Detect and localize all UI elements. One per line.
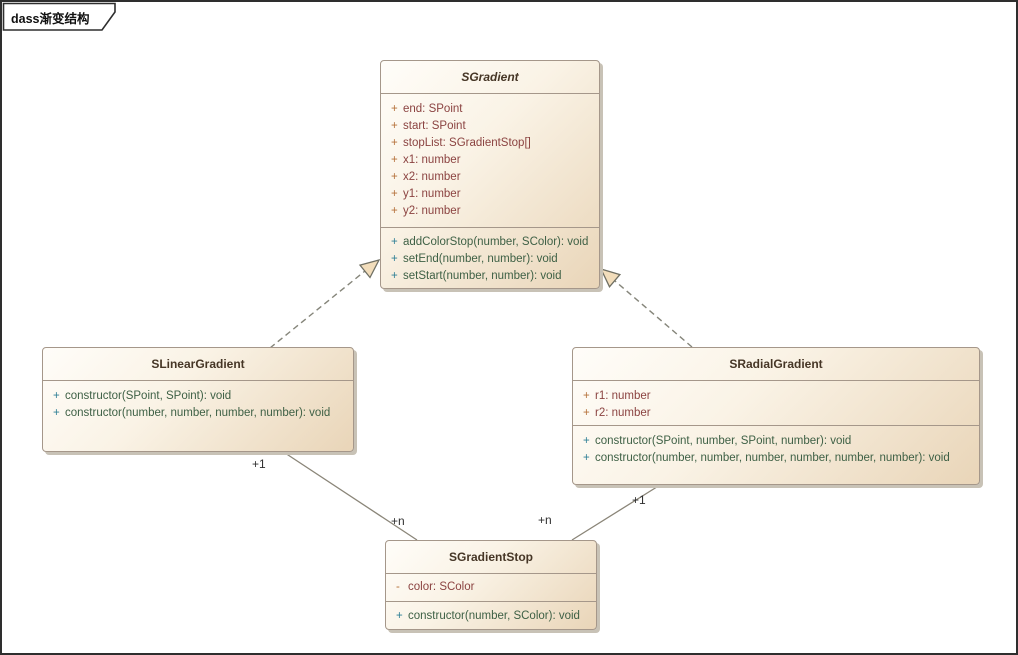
method-text: constructor(number, number, number, numb… bbox=[65, 407, 331, 419]
method-text: constructor(number, number, number, numb… bbox=[595, 452, 950, 464]
method-row: + setStart(number, number): void bbox=[381, 268, 599, 285]
attribute-text: x1: number bbox=[403, 154, 461, 166]
visibility-marker: + bbox=[391, 270, 398, 282]
method-row: + constructor(number, number, number, nu… bbox=[43, 405, 353, 422]
multiplicity-label-source[interactable]: +1 bbox=[632, 493, 646, 507]
method-text: setEnd(number, number): void bbox=[403, 253, 558, 265]
attribute-text: x2: number bbox=[403, 171, 461, 183]
method-row: + constructor(number, number, number, nu… bbox=[573, 450, 979, 467]
attribute-text: start: SPoint bbox=[403, 120, 466, 132]
attribute-row: + end: SPoint bbox=[381, 101, 599, 118]
method-text: constructor(SPoint, SPoint): void bbox=[65, 390, 232, 402]
class-sgradientstop[interactable]: SGradientStop - color: SColor + construc… bbox=[385, 540, 597, 630]
attribute-row: + r1: number bbox=[573, 388, 979, 405]
attribute-text: stopList: SGradientStop[] bbox=[403, 137, 531, 149]
class-title: SGradient bbox=[381, 61, 599, 94]
generalization-arrowhead-icon bbox=[358, 258, 381, 279]
class-sgradient[interactable]: SGradient + end: SPoint + start: SPoint … bbox=[380, 60, 600, 289]
generalization-slineargradient-sgradient[interactable] bbox=[269, 258, 381, 349]
class-title: SRadialGradient bbox=[573, 348, 979, 381]
attribute-row: + x2: number bbox=[381, 169, 599, 186]
method-row: + setEnd(number, number): void bbox=[381, 251, 599, 268]
method-text: addColorStop(number, SColor): void bbox=[403, 236, 589, 248]
class-sradialgradient[interactable]: SRadialGradient + r1: number + r2: numbe… bbox=[572, 347, 980, 485]
visibility-marker: + bbox=[53, 407, 60, 419]
method-text: constructor(SPoint, number, SPoint, numb… bbox=[595, 435, 852, 447]
attribute-text: y1: number bbox=[403, 188, 461, 200]
association-sradialgradient-sgradientstop[interactable] bbox=[571, 484, 661, 541]
attribute-row: + r2: number bbox=[573, 405, 979, 422]
visibility-marker: - bbox=[396, 581, 400, 593]
attribute-row: + start: SPoint bbox=[381, 118, 599, 135]
methods-compartment: + constructor(SPoint, number, SPoint, nu… bbox=[573, 426, 979, 484]
attributes-compartment: - color: SColor bbox=[386, 574, 596, 602]
visibility-marker: + bbox=[391, 188, 398, 200]
frame-tab-label: dass渐变结构 bbox=[11, 12, 90, 26]
attribute-row: - color: SColor bbox=[386, 579, 596, 596]
class-title: SLinearGradient bbox=[43, 348, 353, 381]
attributes-compartment: + r1: number + r2: number bbox=[573, 381, 979, 426]
multiplicity-label-target[interactable]: +n bbox=[391, 514, 405, 528]
visibility-marker: + bbox=[583, 407, 590, 419]
attribute-text: r1: number bbox=[595, 390, 651, 402]
method-text: constructor(number, SColor): void bbox=[408, 610, 580, 622]
attribute-text: end: SPoint bbox=[403, 103, 463, 115]
attribute-row: + y2: number bbox=[381, 203, 599, 220]
visibility-marker: + bbox=[391, 154, 398, 166]
visibility-marker: + bbox=[396, 610, 403, 622]
visibility-marker: + bbox=[391, 103, 398, 115]
attributes-compartment: + end: SPoint + start: SPoint + stopList… bbox=[381, 94, 599, 228]
class-slineargradient[interactable]: SLinearGradient + constructor(SPoint, SP… bbox=[42, 347, 354, 452]
visibility-marker: + bbox=[391, 171, 398, 183]
visibility-marker: + bbox=[391, 137, 398, 149]
attribute-row: + x1: number bbox=[381, 152, 599, 169]
generalization-sradialgradient-sgradient[interactable] bbox=[599, 267, 693, 348]
method-text: setStart(number, number): void bbox=[403, 270, 562, 282]
multiplicity-label-source[interactable]: +1 bbox=[252, 457, 266, 471]
attribute-text: y2: number bbox=[403, 205, 461, 217]
visibility-marker: + bbox=[391, 236, 398, 248]
multiplicity-label-target[interactable]: +n bbox=[538, 513, 552, 527]
attribute-text: color: SColor bbox=[408, 581, 475, 593]
visibility-marker: + bbox=[583, 390, 590, 402]
attribute-row: + stopList: SGradientStop[] bbox=[381, 135, 599, 152]
visibility-marker: + bbox=[53, 390, 60, 402]
visibility-marker: + bbox=[391, 205, 398, 217]
attribute-row: + y1: number bbox=[381, 186, 599, 203]
methods-compartment: + constructor(SPoint, SPoint): void + co… bbox=[43, 381, 353, 451]
generalization-arrowhead-icon bbox=[599, 267, 622, 288]
class-title: SGradientStop bbox=[386, 541, 596, 574]
visibility-marker: + bbox=[583, 452, 590, 464]
visibility-marker: + bbox=[391, 120, 398, 132]
method-row: + addColorStop(number, SColor): void bbox=[381, 234, 599, 251]
methods-compartment: + addColorStop(number, SColor): void + s… bbox=[381, 228, 599, 288]
methods-compartment: + constructor(number, SColor): void bbox=[386, 602, 596, 629]
method-row: + constructor(SPoint, number, SPoint, nu… bbox=[573, 433, 979, 450]
attribute-text: r2: number bbox=[595, 407, 651, 419]
method-row: + constructor(number, SColor): void bbox=[386, 608, 596, 625]
method-row: + constructor(SPoint, SPoint): void bbox=[43, 388, 353, 405]
visibility-marker: + bbox=[391, 253, 398, 265]
visibility-marker: + bbox=[583, 435, 590, 447]
